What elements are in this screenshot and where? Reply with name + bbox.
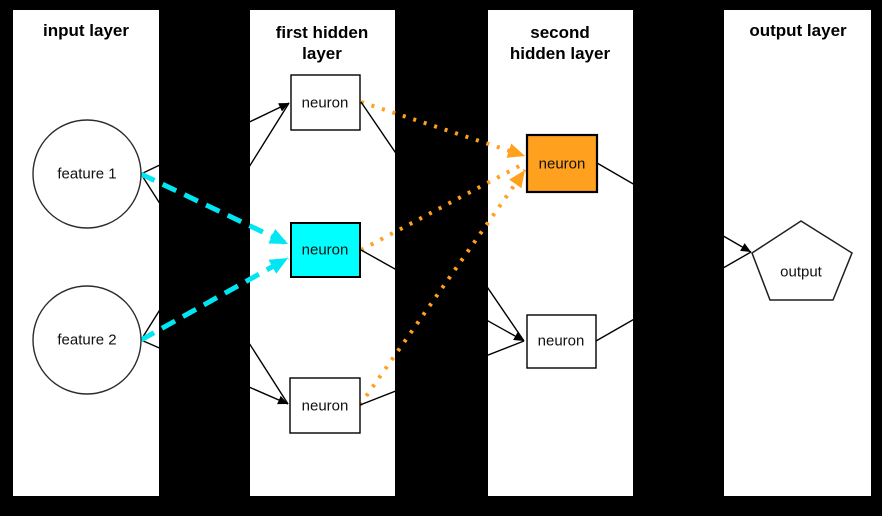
panel-second-hidden-layer	[488, 10, 633, 496]
label-output: output	[780, 263, 822, 281]
label-hidden1-neuron-middle: neuron	[301, 241, 349, 259]
node-hidden1-neuron-top	[290, 74, 361, 131]
edge-feature1-h1n2	[139, 171, 290, 247]
label-feature-2: feature 2	[57, 331, 117, 349]
node-feature-2	[32, 285, 142, 395]
title-input-layer: input layer	[43, 21, 129, 40]
node-output-pentagon	[751, 220, 853, 301]
edge-feature1-h1n1	[140, 102, 290, 175]
edge-h1n1-h2n1	[360, 100, 526, 158]
edges-layer	[139, 100, 752, 407]
label-hidden1-neuron-bottom: neuron	[301, 397, 349, 415]
title-output-layer: output layer	[749, 21, 847, 40]
panel-input-layer	[13, 10, 159, 496]
nodes-layer	[32, 74, 853, 434]
node-feature-1	[32, 119, 142, 229]
edge-h1n2-h2n2	[360, 249, 525, 342]
node-hidden1-neuron-bottom	[289, 377, 361, 434]
label-hidden2-neuron-top: neuron	[538, 155, 586, 173]
edge-feature1-h1n3	[140, 173, 289, 405]
title-second-hidden-layer: second hidden layer	[509, 23, 611, 63]
edge-feature2-h1n3	[140, 339, 289, 405]
edge-h1n2-h2n1	[360, 161, 526, 252]
label-hidden2-neuron-bottom: neuron	[537, 332, 585, 350]
node-hidden1-neuron-middle	[290, 222, 361, 278]
title-first-hidden-layer: first hidden layer	[275, 23, 369, 63]
node-hidden2-neuron-bottom	[526, 314, 597, 369]
edge-h1n3-h2n2	[359, 340, 525, 406]
edge-feature2-h1n2	[139, 255, 290, 343]
label-hidden1-neuron-top: neuron	[301, 94, 349, 112]
edge-h1n3-h2n1	[358, 168, 527, 407]
node-hidden2-neuron-top	[525, 133, 599, 194]
edge-h1n1-h2n2	[360, 101, 525, 342]
edge-feature2-h1n1	[140, 102, 290, 341]
layer-panels	[13, 10, 871, 496]
label-feature-1: feature 1	[57, 165, 117, 183]
edge-h2n1-output	[596, 162, 752, 253]
edge-h2n2-output	[595, 251, 752, 342]
